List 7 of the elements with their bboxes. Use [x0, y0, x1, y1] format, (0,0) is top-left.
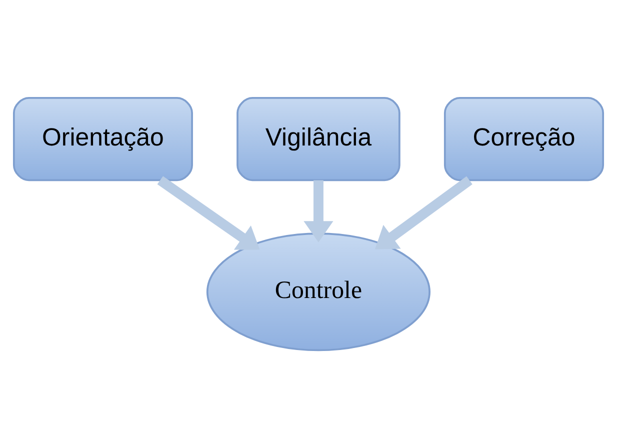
arrow: [375, 176, 472, 250]
node-box: Orientação: [12, 97, 193, 182]
node-ellipse: Controle: [206, 232, 430, 352]
arrow: [304, 180, 334, 242]
arrow: [157, 176, 260, 250]
node-box: Correção: [444, 97, 604, 182]
node-box: Vigilância: [236, 97, 400, 182]
